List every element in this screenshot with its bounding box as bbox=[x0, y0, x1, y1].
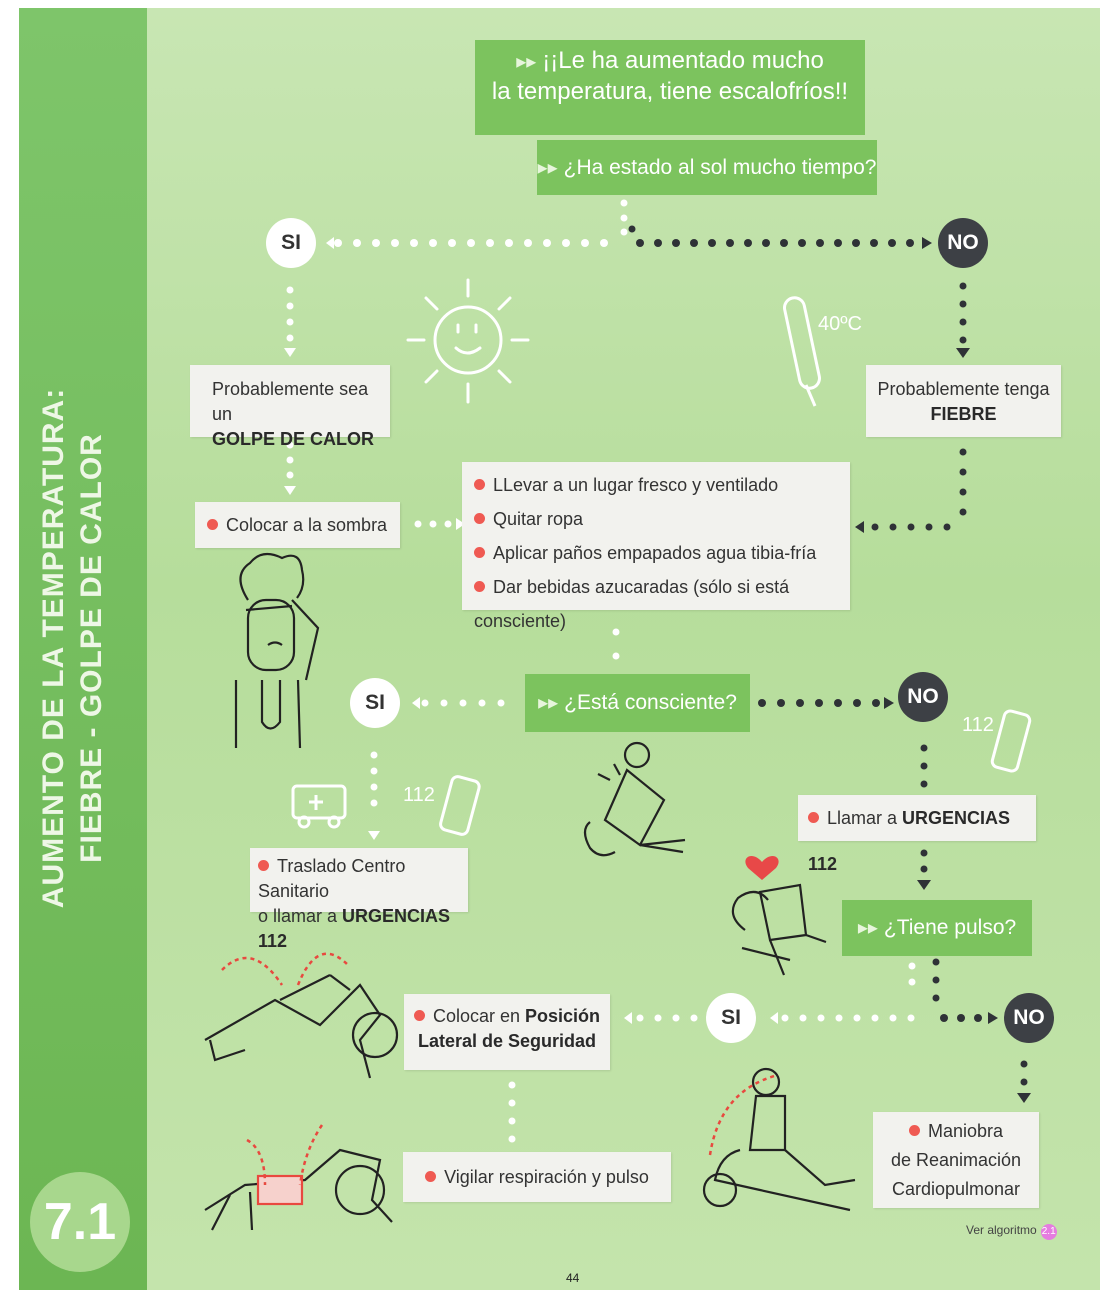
header-banner: ▸▸¡¡Le ha aumentado mucho la temperatura… bbox=[475, 40, 865, 135]
connector-consciente-no bbox=[758, 697, 931, 890]
action-item: Aplicar paños empapados agua tibia-fría bbox=[474, 536, 840, 570]
connector-no-fiebre bbox=[628, 225, 970, 533]
rcp-line1: Maniobra bbox=[927, 1121, 1004, 1141]
fiebre-line1: Probablemente tenga bbox=[877, 379, 1050, 399]
bullet-icon bbox=[808, 812, 819, 823]
vigilar-text: Vigilar respiración y pulso bbox=[444, 1167, 649, 1187]
connector-si-golpe bbox=[284, 286, 465, 530]
question-sun: ¿Ha estado al sol mucho tiempo? bbox=[563, 156, 877, 179]
yes-circle-consciente: SI bbox=[350, 678, 400, 728]
question-consciente-banner: ▸▸¿Está consciente? bbox=[525, 674, 750, 732]
golpe-line1: Probablemente sea un bbox=[212, 379, 369, 424]
section-badge: 7.1 bbox=[30, 1172, 130, 1272]
question-consciente: ¿Está consciente? bbox=[564, 691, 737, 714]
question-sun-banner: ▸▸¿Ha estado al sol mucho tiempo? bbox=[537, 140, 877, 195]
bullet-icon bbox=[474, 513, 485, 524]
bullet-icon bbox=[207, 519, 218, 530]
question-pulso-banner: ▸▸¿Tiene pulso? bbox=[842, 900, 1032, 956]
fiebre-box: Probablemente tenga FIEBRE bbox=[866, 365, 1061, 437]
yes-circle-pulso: SI bbox=[706, 993, 756, 1043]
traslado-box: Traslado Centro Sanitario o llamar a URG… bbox=[250, 848, 468, 951]
arrow-icon: ▸▸ bbox=[538, 692, 559, 714]
bullet-icon bbox=[474, 581, 485, 592]
thermometer-label: 40ºC bbox=[818, 313, 862, 335]
heart-icon bbox=[745, 855, 779, 880]
phone-icon bbox=[439, 709, 1032, 836]
llamar-box: Llamar a URGENCIAS 112 bbox=[798, 795, 1036, 874]
arrow-dashed-1 bbox=[221, 952, 349, 986]
arrow-icon: ▸▸ bbox=[857, 917, 878, 939]
rcp-line2: de Reanimación bbox=[890, 1150, 1022, 1170]
lateral-line2: Lateral de Seguridad bbox=[417, 1031, 597, 1051]
rolled-person-illustration bbox=[204, 1148, 393, 1231]
no-circle-consciente: NO bbox=[898, 672, 948, 722]
connector-pulso-no bbox=[932, 958, 1031, 1103]
page-number: 44 bbox=[566, 1271, 580, 1285]
llamar-bold: URGENCIAS 112 bbox=[808, 808, 1011, 874]
golpe-calor-box: Probablemente sea un GOLPE DE CALOR bbox=[190, 365, 390, 449]
action-item: LLevar a un lugar fresco y ventilado bbox=[474, 468, 840, 502]
bullet-icon bbox=[474, 547, 485, 558]
ver-algoritmo-label: Ver algoritmo bbox=[966, 1223, 1037, 1237]
person-headache-illustration bbox=[234, 552, 320, 749]
recovery-position-illustration bbox=[204, 974, 399, 1079]
cpr-arrow bbox=[708, 1073, 779, 1156]
algorithm-ref-badge: 2.1 bbox=[1040, 1224, 1057, 1240]
question-pulso: ¿Tiene pulso? bbox=[883, 916, 1017, 939]
header-line1: ¡¡Le ha aumentado mucho bbox=[542, 47, 824, 74]
sombra-box: Colocar a la sombra bbox=[195, 502, 400, 548]
person-pulse-illustration bbox=[731, 883, 827, 976]
arrow-icon: ▸▸ bbox=[516, 51, 537, 73]
bullet-icon bbox=[908, 1125, 920, 1136]
arrow-dashed-2 bbox=[246, 1124, 324, 1186]
rcp-box: Maniobra de Reanimación Cardiopulmonar bbox=[873, 1112, 1039, 1208]
phone-number-left: 112 bbox=[403, 784, 435, 806]
thermometer-icon bbox=[783, 296, 821, 407]
connector-si-sun bbox=[326, 199, 628, 249]
sombra-text: Colocar a la sombra bbox=[226, 515, 388, 535]
bullet-icon bbox=[413, 1010, 425, 1021]
action-item: Dar bebidas azucaradas (sólo si está con… bbox=[474, 577, 790, 631]
vigilar-box: Vigilar respiración y pulso bbox=[403, 1152, 671, 1202]
ambulance-icon bbox=[291, 784, 347, 829]
lateral-prefix: Colocar en bbox=[432, 1006, 526, 1026]
flowchart-area bbox=[147, 8, 1100, 1290]
bullet-icon bbox=[258, 860, 269, 871]
cpr-illustration bbox=[702, 1067, 856, 1212]
arrow-icon: ▸▸ bbox=[537, 157, 558, 179]
action-item: Quitar ropa bbox=[474, 502, 840, 536]
traslado-line1: Traslado Centro Sanitario bbox=[258, 856, 406, 901]
bullet-icon bbox=[474, 479, 485, 490]
lateral-box: Colocar en Posición Lateral de Seguridad bbox=[404, 994, 610, 1070]
yes-circle: SI bbox=[266, 218, 316, 268]
llamar-prefix: Llamar a bbox=[827, 808, 903, 828]
traslado-line2-bold: URGENCIAS 112 bbox=[258, 906, 451, 951]
sun-illustration bbox=[406, 278, 530, 404]
connector-consciente-si bbox=[368, 628, 620, 840]
traslado-line2-prefix: o llamar a bbox=[258, 906, 343, 926]
person-fainting-illustration bbox=[583, 741, 686, 857]
rcp-line3: Cardiopulmonar bbox=[891, 1179, 1021, 1199]
actions-box: LLevar a un lugar fresco y ventilado Qui… bbox=[462, 462, 850, 631]
sidebar: AUMENTO DE LA TEMPERATURA: FIEBRE - GOLP… bbox=[19, 8, 147, 1290]
phone-number-right: 112 bbox=[962, 714, 994, 736]
golpe-line2: GOLPE DE CALOR bbox=[212, 429, 375, 449]
no-circle: NO bbox=[938, 218, 988, 268]
fiebre-line2: FIEBRE bbox=[930, 404, 997, 424]
no-circle-pulso: NO bbox=[1004, 993, 1054, 1043]
lateral-bold: Posición bbox=[525, 1006, 601, 1026]
bullet-icon bbox=[425, 1171, 437, 1182]
header-line2: la temperatura, tiene escalofríos!! bbox=[491, 78, 849, 105]
